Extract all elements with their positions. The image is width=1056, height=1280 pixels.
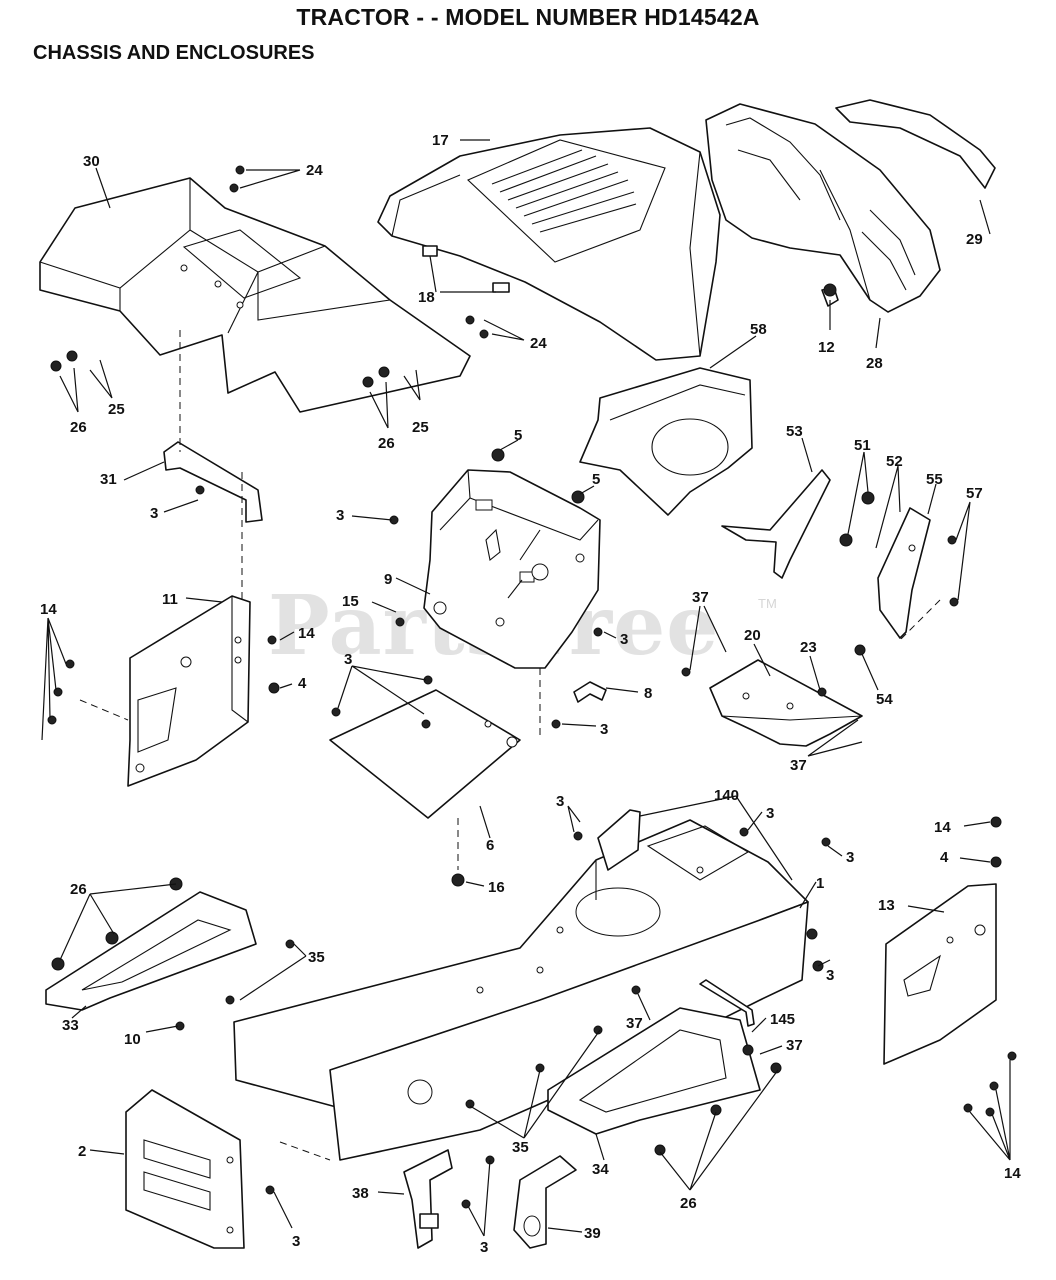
callout-20: 20 (744, 627, 761, 644)
callout-10: 10 (124, 1031, 141, 1048)
callout-3: 3 (556, 793, 564, 810)
diagram-title: TRACTOR - - MODEL NUMBER HD14542A (296, 4, 760, 30)
part-145-rod[interactable] (699, 979, 755, 1027)
callout-30: 30 (83, 153, 100, 170)
part-30-fender[interactable] (39, 177, 471, 413)
callout-37: 37 (626, 1015, 643, 1032)
callout-3: 3 (150, 505, 158, 522)
callout-14: 14 (298, 625, 315, 642)
callout-18: 18 (418, 289, 435, 306)
part-13-side-panel[interactable] (883, 883, 997, 1065)
callout-labels: 30 24 17 29 18 24 12 28 58 25 26 26 25 5… (40, 132, 1021, 1256)
callout-145: 145 (770, 1011, 795, 1028)
callout-3: 3 (292, 1233, 300, 1250)
part-29-grille[interactable] (705, 99, 996, 313)
callout-31: 31 (100, 471, 117, 488)
callout-16: 16 (488, 879, 505, 896)
callout-5: 5 (514, 427, 522, 444)
callout-12: 12 (818, 339, 835, 356)
callout-37: 37 (790, 757, 807, 774)
callout-35: 35 (512, 1139, 529, 1156)
part-6-floor-plate[interactable] (329, 689, 521, 819)
callout-3: 3 (826, 967, 834, 984)
callout-34: 34 (592, 1161, 609, 1178)
callout-58: 58 (750, 321, 767, 338)
callout-3: 3 (336, 507, 344, 524)
callout-37: 37 (692, 589, 709, 606)
part-17-hood[interactable] (377, 127, 721, 361)
callout-52: 52 (886, 453, 903, 470)
part-38-bracket[interactable] (403, 1149, 453, 1249)
callout-3: 3 (344, 651, 352, 668)
callout-33: 33 (62, 1017, 79, 1034)
callout-24: 24 (306, 162, 323, 179)
part-1-main-frame[interactable] (233, 819, 809, 1161)
callout-11: 11 (162, 591, 178, 608)
callout-15: 15 (342, 593, 359, 610)
callout-26: 26 (70, 419, 87, 436)
part-55-plate[interactable] (877, 507, 931, 639)
callout-140: 140 (714, 787, 739, 804)
callout-26: 26 (378, 435, 395, 452)
callout-39: 39 (584, 1225, 601, 1242)
callout-2: 2 (78, 1143, 86, 1160)
callout-55: 55 (926, 471, 943, 488)
callout-13: 13 (878, 897, 895, 914)
part-2-front-plate[interactable] (125, 1089, 245, 1249)
callout-1: 1 (816, 875, 824, 892)
part-140-bracket[interactable] (597, 809, 641, 871)
part-34-footrest[interactable] (547, 1007, 761, 1135)
callout-23: 23 (800, 639, 817, 656)
callout-14: 14 (934, 819, 951, 836)
callout-8: 8 (644, 685, 652, 702)
callout-3: 3 (480, 1239, 488, 1256)
callout-leaders (41, 139, 1011, 1237)
callout-5: 5 (592, 471, 600, 488)
diagram-subtitle: CHASSIS AND ENCLOSURES (33, 42, 315, 64)
callout-4: 4 (298, 675, 307, 692)
part-20-mount-bracket[interactable] (709, 659, 863, 747)
callout-25: 25 (108, 401, 125, 418)
callout-29: 29 (966, 231, 983, 248)
callout-53: 53 (786, 423, 803, 440)
callout-51: 51 (854, 437, 871, 454)
callout-35: 35 (308, 949, 325, 966)
callout-3: 3 (846, 849, 854, 866)
callout-54: 54 (876, 691, 893, 708)
part-53-bracket[interactable] (721, 469, 831, 579)
callout-14: 14 (40, 601, 57, 618)
callout-37: 37 (786, 1037, 803, 1054)
callout-28: 28 (866, 355, 883, 372)
part-9-dash-panel[interactable] (423, 469, 601, 669)
callout-57: 57 (966, 485, 983, 502)
callout-17: 17 (432, 132, 449, 149)
part-11-side-panel[interactable] (127, 595, 251, 787)
callout-24: 24 (530, 335, 547, 352)
callout-3: 3 (600, 721, 608, 738)
part-39-bracket[interactable] (513, 1155, 577, 1249)
callout-4: 4 (940, 849, 949, 866)
part-58-heat-shield[interactable] (579, 367, 753, 516)
callout-26: 26 (680, 1195, 697, 1212)
callout-9: 9 (384, 571, 392, 588)
part-31-bracket[interactable] (163, 441, 263, 523)
callout-3: 3 (766, 805, 774, 822)
trademark-mark: TM (758, 596, 777, 611)
part-8-clip[interactable] (573, 681, 607, 703)
callout-26: 26 (70, 881, 87, 898)
callout-3: 3 (620, 631, 628, 648)
part-33-footrest[interactable] (45, 891, 257, 1011)
callout-25: 25 (412, 419, 429, 436)
callout-14: 14 (1004, 1165, 1021, 1182)
callout-6: 6 (486, 837, 494, 854)
callout-38: 38 (352, 1185, 369, 1202)
